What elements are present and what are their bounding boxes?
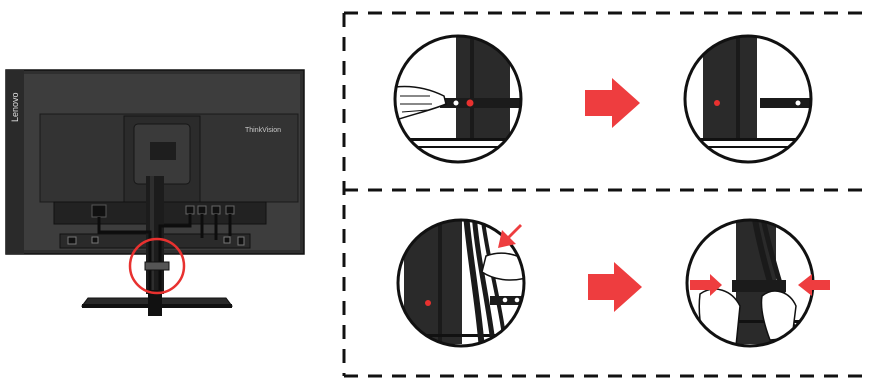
insert-arrow-icon	[498, 224, 522, 248]
arrow-right-icon	[585, 78, 640, 128]
lenovo-logo: Lenovo	[10, 92, 20, 122]
monitor-rear-view: Lenovo ThinkVision	[6, 70, 304, 316]
thinkvision-badge: ThinkVision	[245, 127, 281, 134]
step-1-unbutton-strap	[380, 20, 540, 180]
arrow-right-icon	[588, 262, 642, 312]
step-3-route-cables	[390, 210, 540, 360]
step-2-strap-opened	[680, 20, 820, 180]
step-4-fasten-strap	[680, 210, 830, 360]
